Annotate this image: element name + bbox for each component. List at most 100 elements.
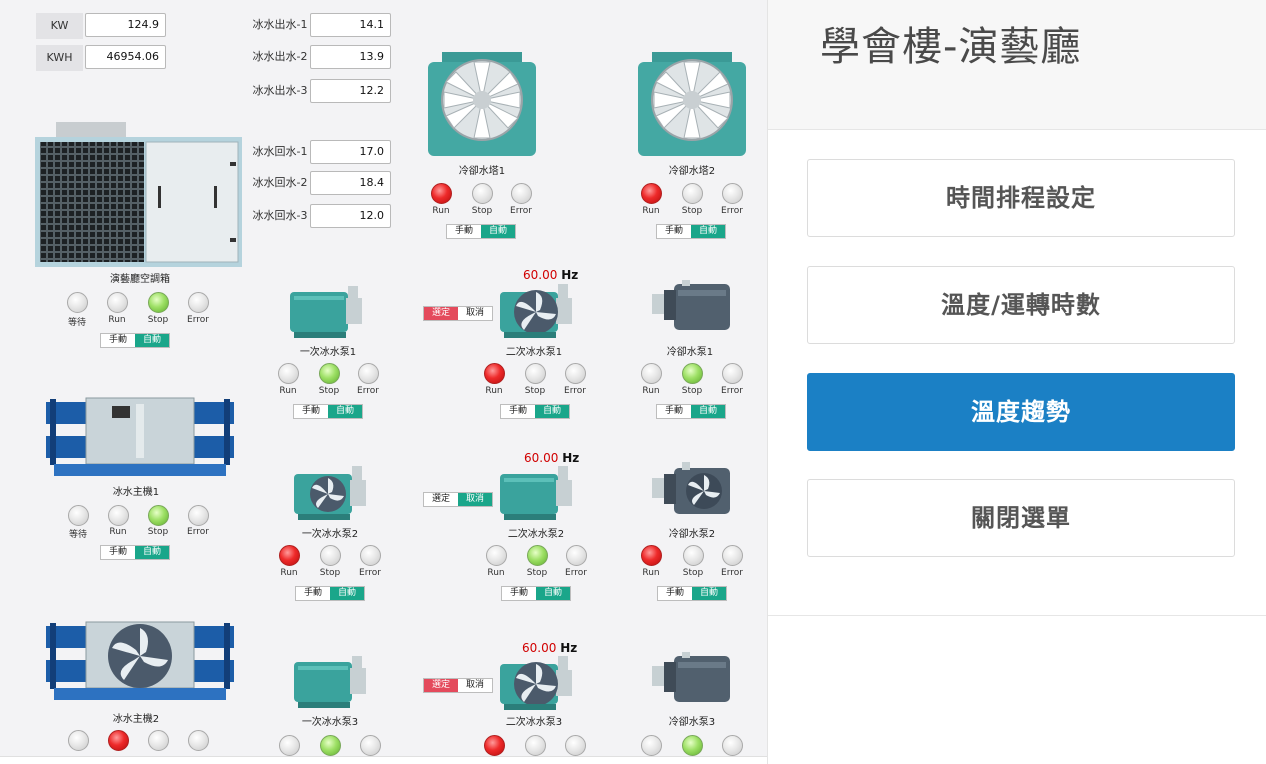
tower-1-error-lamp [511,183,532,204]
auto-option[interactable]: 自動 [535,405,569,418]
cooling-2-stop-label: Stop [682,568,704,578]
secondary-pump-1-name: 二次冰水泵1 [505,347,563,358]
primary-pump-3-name: 一次冰水泵3 [301,717,359,728]
auto-option[interactable]: 自動 [135,546,169,559]
primary-3-error-lamp [360,735,381,756]
chiller-1-mode-toggle[interactable]: 手動 自動 [100,545,170,560]
cancel-button[interactable]: 取消 [465,308,484,318]
tower-2-error-label: Error [721,206,743,216]
close-menu-button[interactable]: 關閉選單 [807,479,1235,557]
secondary-1-error-lamp [565,363,586,384]
supply-temp-3-label: 冰水出水-3 [252,84,308,97]
chiller-2-stop-lamp [148,730,169,751]
manual-option[interactable]: 手動 [508,406,527,416]
secondary-2-mode-toggle[interactable]: 手動 自動 [501,586,571,601]
cooling-tower-1-name: 冷卻水塔1 [458,166,506,177]
manual-option[interactable]: 手動 [108,335,127,345]
temperature-runtime-button[interactable]: 溫度/運轉時數 [807,266,1235,344]
ahu-unit-icon [35,122,242,267]
auto-option[interactable]: 自動 [536,587,570,600]
chiller-1-wait-label: 等待 [68,530,88,540]
ahu-name: 演藝廳空調箱 [110,274,170,285]
cooling-tower-2-icon [638,52,746,156]
manual-option[interactable]: 手動 [665,588,684,598]
schedule-settings-button[interactable]: 時間排程設定 [807,159,1235,237]
cooling-1-mode-toggle[interactable]: 手動 自動 [656,404,726,419]
secondary-2-run-lamp [486,545,507,566]
supply-temp-2-label: 冰水出水-2 [252,50,308,63]
kw-label: KW [36,13,83,39]
secondary-pump-1-icon [500,284,572,338]
secondary-1-stop-lamp [525,363,546,384]
manual-option[interactable]: 手動 [303,588,322,598]
confirm-button[interactable]: 選定 [431,494,450,504]
manual-option[interactable]: 手動 [454,226,473,236]
tower-1-stop-label: Stop [471,206,493,216]
page-title: 學會樓-演藝廳 [820,24,1082,70]
auto-option[interactable]: 自動 [135,334,169,347]
supply-temp-3-value: 12.2 [310,79,391,103]
ahu-mode-toggle[interactable]: 手動 自動 [100,333,170,348]
manual-option[interactable]: 手動 [664,226,683,236]
manual-option[interactable]: 手動 [108,547,127,557]
hz-value: 60.00 [524,451,559,465]
ahu-error-lamp [188,292,209,313]
secondary-2-run-label: Run [487,568,505,578]
cooling-1-run-lamp [641,363,662,384]
cooling-pump-3-name: 冷卻水泵3 [668,717,716,728]
manual-option[interactable]: 手動 [301,406,320,416]
auto-option[interactable]: 自動 [692,587,726,600]
scroll-edge [0,756,767,764]
secondary-1-select[interactable]: 選定 取消 [423,306,493,321]
cooling-3-stop-lamp [682,735,703,756]
primary-pump-1-name: 一次冰水泵1 [299,347,357,358]
manual-option[interactable]: 手動 [664,406,683,416]
return-temp-1-label: 冰水回水-1 [252,145,308,158]
secondary-2-frequency: 60.00 Hz [524,451,579,465]
supply-temp-2-value: 13.9 [310,45,391,69]
cancel-button[interactable]: 取消 [458,493,492,506]
primary-2-mode-toggle[interactable]: 手動 自動 [295,586,365,601]
cooling-1-error-lamp [722,363,743,384]
cancel-button[interactable]: 取消 [465,680,484,690]
hz-unit: Hz [560,641,578,655]
return-temp-3-label: 冰水回水-3 [252,209,308,222]
chiller-2-error-lamp [188,730,209,751]
temperature-trend-button[interactable]: 溫度趨勢 [807,373,1235,451]
secondary-2-select[interactable]: 選定 取消 [423,492,493,507]
secondary-2-error-lamp [566,545,587,566]
tower-2-mode-toggle[interactable]: 手動 自動 [656,224,726,239]
ahu-stop-lamp [148,292,169,313]
auto-option[interactable]: 自動 [330,587,364,600]
manual-option[interactable]: 手動 [509,588,528,598]
secondary-2-stop-lamp [527,545,548,566]
ahu-run-lamp [107,292,128,313]
tower-1-mode-toggle[interactable]: 手動 自動 [446,224,516,239]
confirm-button[interactable]: 選定 [424,679,458,692]
secondary-3-select[interactable]: 選定 取消 [423,678,493,693]
confirm-button[interactable]: 選定 [424,307,458,320]
secondary-1-mode-toggle[interactable]: 手動 自動 [500,404,570,419]
ahu-run-label: Run [108,315,126,325]
secondary-3-frequency: 60.00 Hz [522,641,577,655]
cooling-2-mode-toggle[interactable]: 手動 自動 [657,586,727,601]
ahu-wait-label: 等待 [67,318,87,328]
tower-1-stop-lamp [472,183,493,204]
auto-option[interactable]: 自動 [691,405,725,418]
kw-value: 124.9 [85,13,166,37]
primary-2-run-lamp [279,545,300,566]
primary-2-error-label: Error [359,568,381,578]
primary-1-mode-toggle[interactable]: 手動 自動 [293,404,363,419]
cooling-2-error-label: Error [721,568,743,578]
primary-pump-2-icon [294,466,366,520]
primary-1-error-lamp [358,363,379,384]
auto-option[interactable]: 自動 [328,405,362,418]
chiller-1-run-lamp [108,505,129,526]
menu-header: 學會樓-演藝廳 [768,0,1266,130]
chiller-2-icon [46,621,234,700]
secondary-1-frequency: 60.00 Hz [523,268,578,282]
auto-option[interactable]: 自動 [481,225,515,238]
auto-option[interactable]: 自動 [691,225,725,238]
chiller-1-name: 冰水主機1 [112,487,160,498]
tower-2-run-label: Run [642,206,660,216]
